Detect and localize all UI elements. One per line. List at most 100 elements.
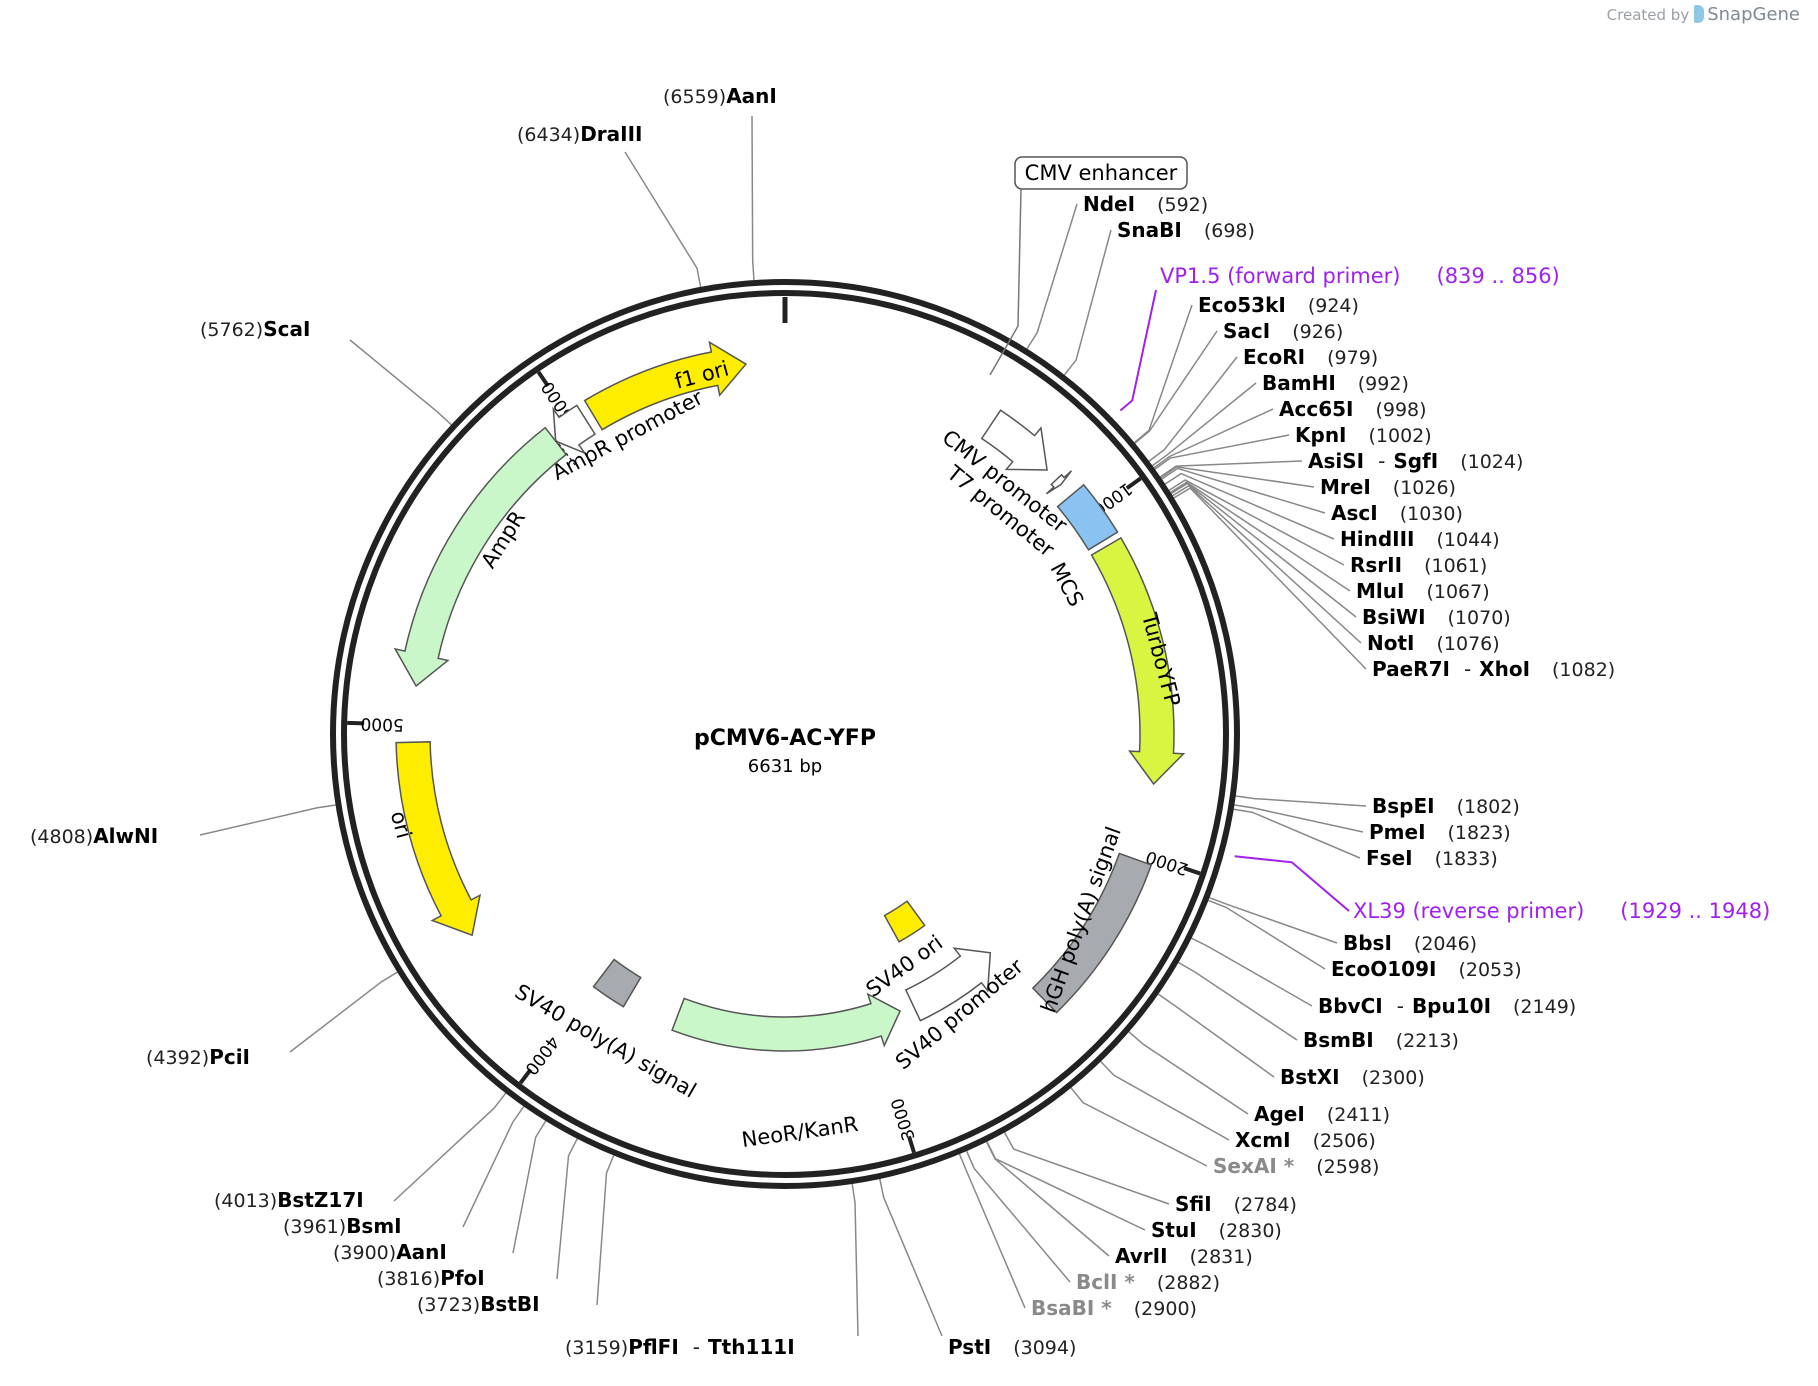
site-enzyme-name: SfiI xyxy=(1175,1192,1212,1216)
backbone-outer-strand xyxy=(330,279,1240,1189)
primer-xl39-reverse-primer[interactable]: XL39 (reverse primer)(1929 .. 1948) xyxy=(1234,855,1771,923)
site-draiii[interactable]: (6434)DraIII xyxy=(517,122,642,146)
site-scai[interactable]: (5762)ScaI xyxy=(200,317,310,341)
feature-cmv-enhancer[interactable]: CMV enhancer xyxy=(989,156,1188,376)
feature-f1-ori[interactable] xyxy=(583,340,748,431)
feature-ori[interactable] xyxy=(395,741,482,937)
site-label: BstXI (2300) xyxy=(1280,1065,1425,1089)
site-acc65i[interactable]: Acc65I(998) xyxy=(1279,397,1427,421)
feature-sv40-poly-a-signal[interactable] xyxy=(592,958,642,1008)
site-label: SacI(926) xyxy=(1223,319,1343,343)
site-avrii[interactable]: AvrII(2831) xyxy=(1115,1244,1253,1268)
site-position: (2900) xyxy=(1134,1298,1197,1320)
site-psti[interactable]: PstI(3094) xyxy=(948,1335,1076,1359)
site-agei[interactable]: AgeI(2411) xyxy=(1254,1102,1390,1126)
site-position: (998) xyxy=(1375,399,1426,421)
site-saci[interactable]: SacI(926) xyxy=(1223,319,1343,343)
site-position: (1070) xyxy=(1448,607,1511,629)
site-aani[interactable]: (6559)AanI xyxy=(663,84,777,108)
feature-sv40-promoter[interactable] xyxy=(904,947,992,1022)
feature-t7-promoter[interactable] xyxy=(1045,470,1073,495)
site-bstbi[interactable]: (3723)BstBI xyxy=(417,1292,540,1316)
site-aani[interactable]: (3900)AanI xyxy=(333,1240,447,1264)
feature-ampr-promoter[interactable] xyxy=(552,404,597,455)
site-bamhi[interactable]: BamHI(992) xyxy=(1262,371,1409,395)
site-alwni[interactable]: (4808)AlwNI xyxy=(30,824,158,848)
site-label: (4808)AlwNI xyxy=(30,824,158,848)
site-leader xyxy=(1164,472,1335,540)
site-bspei[interactable]: BspEI(1802) xyxy=(1372,794,1520,818)
site-label: AsiSI-SgfI(1024) xyxy=(1308,449,1523,473)
tick-label: 3000 xyxy=(888,1096,920,1143)
feature-ampr[interactable] xyxy=(393,426,568,688)
site-fsei[interactable]: FseI(1833) xyxy=(1366,846,1498,870)
site-label: BamHI(992) xyxy=(1262,371,1409,395)
feature-cmv-promoter[interactable] xyxy=(980,409,1048,471)
primer-vp1-5-forward-primer[interactable]: VP1.5 (forward primer)(839 .. 856) xyxy=(1119,264,1560,412)
site-position: (2149) xyxy=(1513,996,1576,1018)
site-leader xyxy=(556,1138,578,1280)
site-label: (5762)ScaI xyxy=(200,317,310,341)
site-eco53ki[interactable]: Eco53kI(924) xyxy=(1198,293,1359,317)
site-leader xyxy=(1168,479,1345,566)
site-enzyme-name: BclI * xyxy=(1076,1270,1135,1294)
site-pflfi-tth111i[interactable]: (3159)PflFI-Tth111I xyxy=(565,1335,795,1359)
site-position: (2300) xyxy=(1362,1067,1425,1089)
site-bstz17i[interactable]: (4013)BstZ17I xyxy=(214,1188,364,1212)
feature-label-cmv-enhancer: CMV enhancer xyxy=(1025,161,1178,185)
site-bsabi[interactable]: BsaBI *(2900) xyxy=(1031,1296,1197,1320)
site-bsmbi[interactable]: BsmBI(2213) xyxy=(1303,1028,1459,1052)
primer-label: VP1.5 (forward primer)(839 .. 856) xyxy=(1160,264,1560,288)
site-bbsi[interactable]: BbsI(2046) xyxy=(1343,931,1477,955)
site-mrei[interactable]: MreI(1026) xyxy=(1320,475,1456,499)
site-ecoo109i[interactable]: EcoO109I(2053) xyxy=(1331,957,1522,981)
credit-brand: SnapGene xyxy=(1707,4,1800,25)
site-paer7i-xhoi[interactable]: PaeR7I-XhoI(1082) xyxy=(1372,657,1615,681)
site-ecori[interactable]: EcoRI(979) xyxy=(1243,345,1378,369)
site-position: (1802) xyxy=(1457,796,1520,818)
feature-hgh-poly-a-signal[interactable] xyxy=(1031,852,1153,1014)
site-leader xyxy=(1134,330,1218,444)
site-noti[interactable]: NotI(1076) xyxy=(1367,631,1500,655)
site-kpni[interactable]: KpnI(1002) xyxy=(1295,423,1432,447)
site-bstxi[interactable]: BstXI (2300) xyxy=(1280,1065,1425,1089)
site-asci[interactable]: AscI(1030) xyxy=(1331,501,1463,525)
feature-mcs[interactable] xyxy=(1056,483,1119,551)
site-enzyme-name: BstXI xyxy=(1280,1065,1340,1089)
site-bsiwi[interactable]: BsiWI(1070) xyxy=(1362,605,1511,629)
site-enzyme-name: AvrII xyxy=(1115,1244,1168,1268)
site-separator: - xyxy=(693,1335,700,1359)
site-pfoi[interactable]: (3816)PfoI xyxy=(377,1266,485,1290)
site-asisi-sgfi[interactable]: AsiSI-SgfI(1024) xyxy=(1308,449,1523,473)
site-leader xyxy=(1178,961,1298,1041)
site-ndei[interactable]: NdeI(592) xyxy=(1083,192,1208,216)
site-bbvci-bpu10i[interactable]: BbvCI-Bpu10I(2149) xyxy=(1318,994,1576,1018)
plasmid-backbone xyxy=(330,279,1240,1189)
site-leader xyxy=(1233,808,1361,859)
site-bcli[interactable]: BclI *(2882) xyxy=(1076,1270,1220,1294)
site-rsrii[interactable]: RsrII(1061) xyxy=(1350,553,1487,577)
site-sfii[interactable]: SfiI(2784) xyxy=(1175,1192,1297,1216)
site-label: BspEI(1802) xyxy=(1372,794,1520,818)
site-hindiii[interactable]: HindIII(1044) xyxy=(1340,527,1500,551)
site-sexai[interactable]: SexAI *(2598) xyxy=(1213,1154,1379,1178)
site-leader xyxy=(1160,466,1315,488)
feature-turboyfp[interactable] xyxy=(1090,536,1186,786)
site-leader xyxy=(462,1106,525,1228)
site-pmei[interactable]: PmeI(1823) xyxy=(1369,820,1511,844)
site-position: (3961) xyxy=(283,1216,346,1238)
site-leader-lines xyxy=(199,115,1367,1337)
site-bsmi[interactable]: (3961)BsmI xyxy=(283,1214,402,1238)
site-enzyme-name: BsmBI xyxy=(1303,1028,1374,1052)
site-mlui[interactable]: MluI(1067) xyxy=(1356,579,1490,603)
site-xcmi[interactable]: XcmI(2506) xyxy=(1235,1128,1376,1152)
site-enzyme-name: BstZ17I xyxy=(277,1188,363,1212)
feature-neor-kanr[interactable] xyxy=(671,992,902,1052)
feature-sv40-ori[interactable] xyxy=(883,900,926,943)
site-position: (4392) xyxy=(146,1047,209,1069)
site-stui[interactable]: StuI(2830) xyxy=(1151,1218,1282,1242)
site-snabi[interactable]: SnaBI(698) xyxy=(1117,218,1255,242)
site-pcii[interactable]: (4392)PciI xyxy=(146,1045,250,1069)
site-enzyme-name: PfoI xyxy=(440,1266,485,1290)
site-position: (6434) xyxy=(517,124,580,146)
